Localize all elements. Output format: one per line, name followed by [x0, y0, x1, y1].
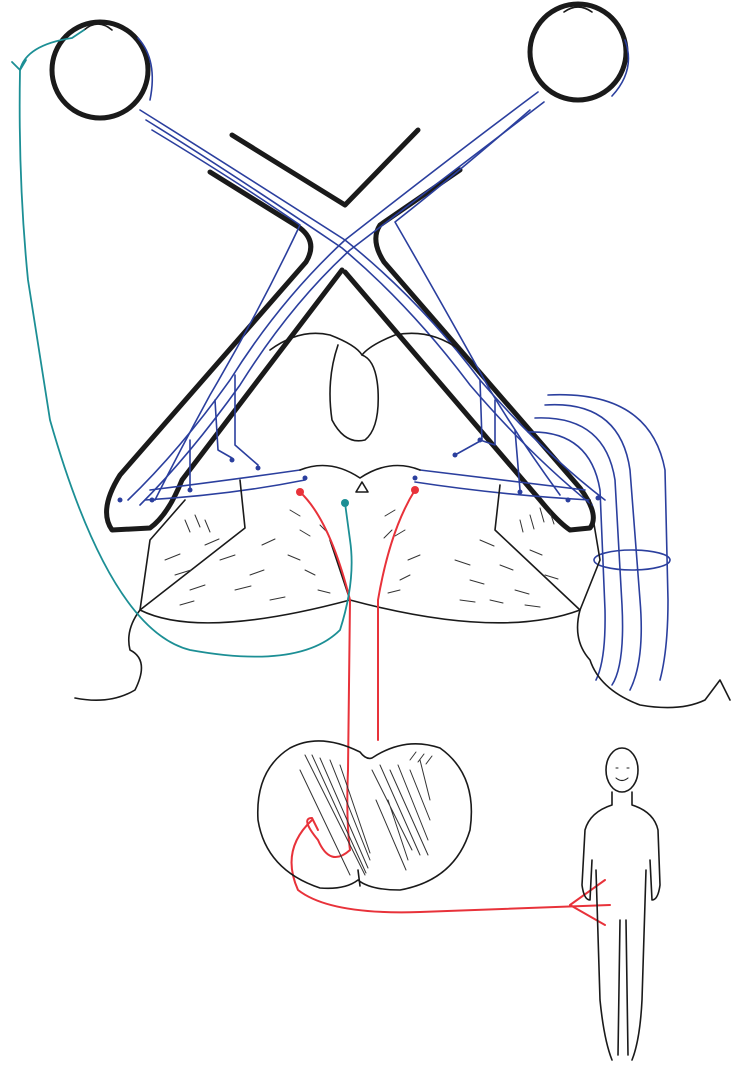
lateral-contours	[75, 610, 730, 708]
right-eye-cornea	[564, 7, 592, 12]
spinal-cord-section	[258, 741, 472, 890]
autonomic-pathway	[12, 30, 352, 657]
optic-chiasm-outline	[107, 130, 594, 530]
left-eyeball-icon	[52, 22, 148, 118]
right-eyeball-icon	[530, 4, 626, 100]
aqueduct-roof-outline	[300, 466, 420, 479]
right-eye	[530, 4, 628, 100]
thalamus-top-outline	[270, 333, 460, 355]
brainstem-right-boundary	[495, 485, 580, 610]
right-eye-crossing-fiber-2	[140, 102, 544, 505]
right-to-brainstem-fiber-2	[415, 482, 590, 500]
left-to-brainstem-fiber	[150, 470, 300, 490]
person-head	[606, 748, 638, 792]
third-ventricle-region	[270, 333, 460, 441]
grey-matter-hatching	[300, 752, 432, 875]
left-temporal-contour	[75, 610, 141, 700]
left-descending-tract	[300, 492, 350, 850]
left-uncrossed-fiber	[152, 130, 300, 500]
right-descending-fiber-1	[545, 405, 641, 690]
third-ventricle-outline	[330, 345, 378, 441]
left-to-brainstem-fiber-2	[145, 480, 305, 500]
spinal-pathway	[292, 486, 610, 925]
right-temporal-contour	[578, 610, 730, 708]
standing-person-icon	[582, 748, 660, 1060]
brainstem-hatching	[165, 508, 558, 607]
peripheral-nerve	[292, 820, 610, 912]
person-legs	[596, 870, 646, 1060]
cerebral-aqueduct	[356, 482, 368, 492]
visual-pathway-fibers	[118, 92, 671, 690]
anterior-median-fissure	[358, 870, 360, 886]
teal-fiber	[20, 30, 352, 657]
right-descending-fiber-4	[548, 395, 668, 680]
person-face	[616, 768, 629, 781]
left-eye	[52, 22, 152, 118]
right-descending-tract	[378, 490, 415, 740]
spinal-cord-outline	[258, 741, 472, 890]
nerve-terminal-branches	[570, 880, 605, 925]
fiber-bundle-loop	[594, 550, 670, 570]
